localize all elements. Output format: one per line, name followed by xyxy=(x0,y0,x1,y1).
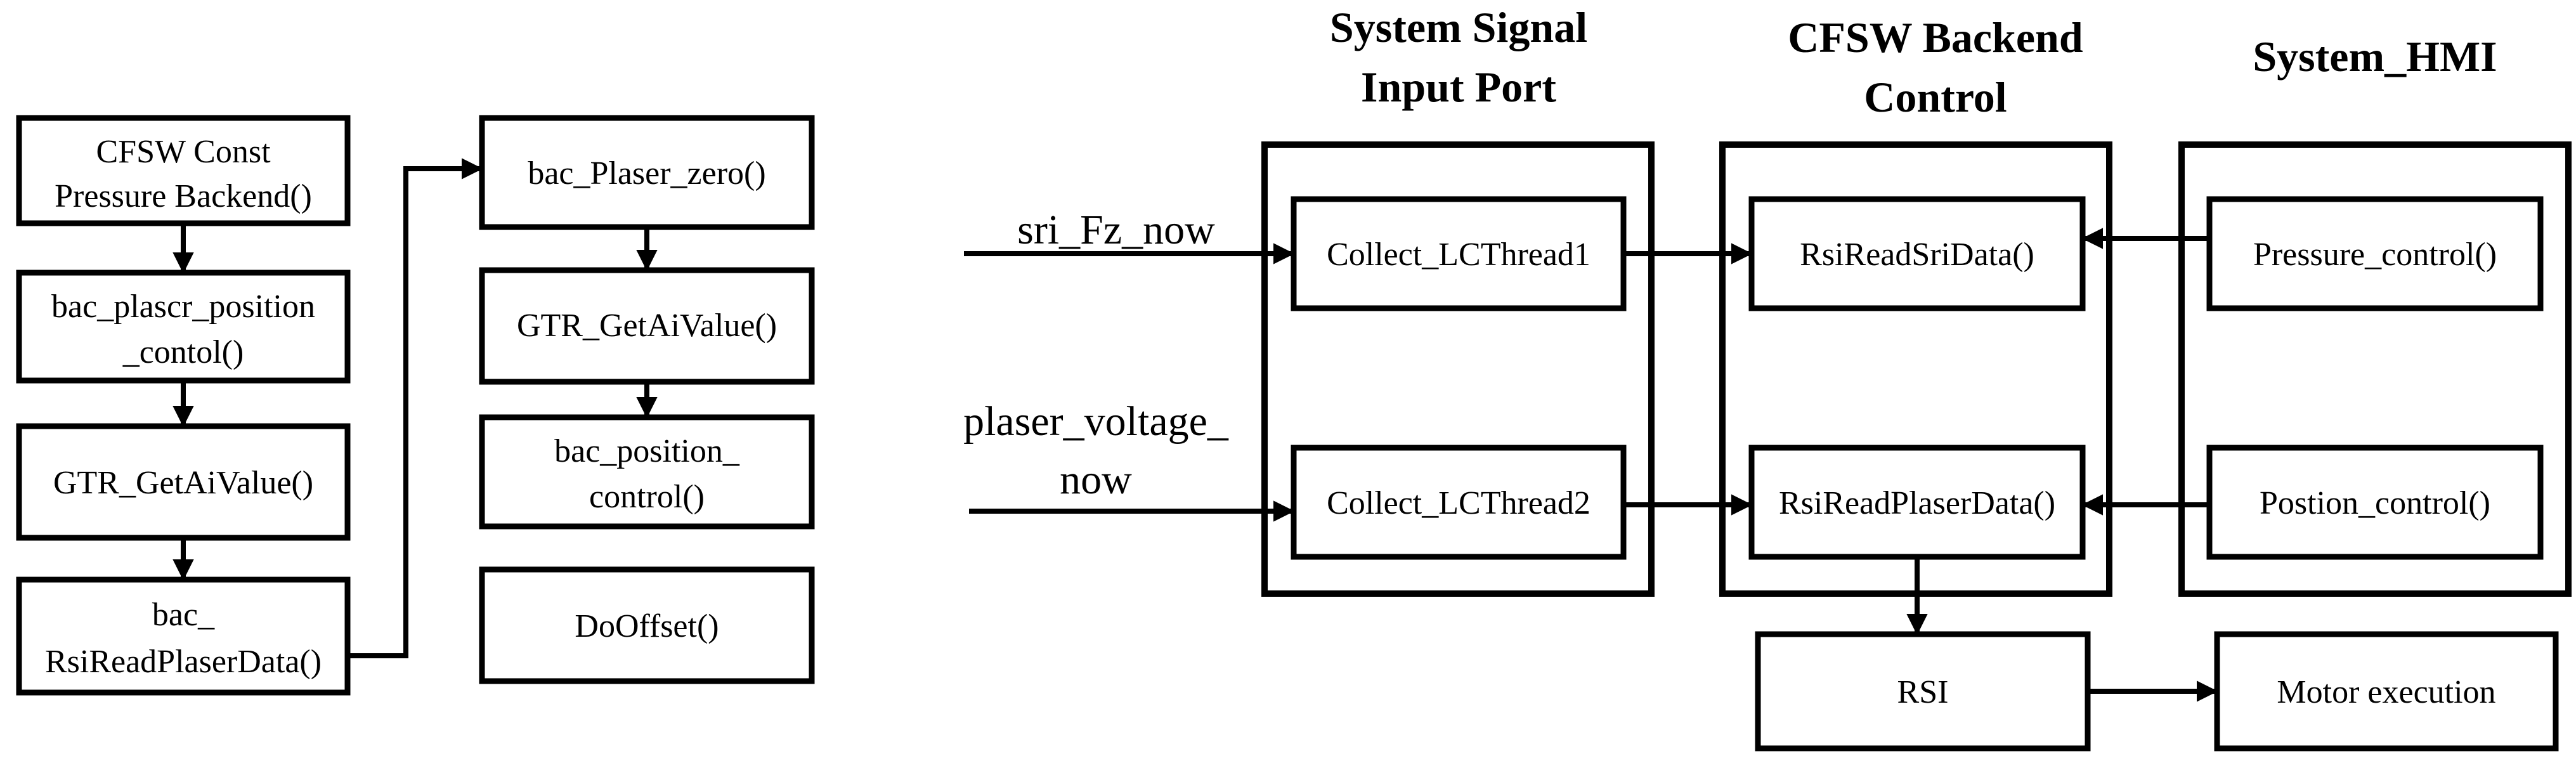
const-pressure-backend-line2: Pressure Backend() xyxy=(55,178,312,214)
motor-execution-label: Motor execution xyxy=(2277,674,2495,710)
header-hmi: System_HMI xyxy=(2253,32,2497,81)
rsi-read-plaser-data-box xyxy=(16,576,351,696)
header-backend-control-line2: Control xyxy=(1864,73,2007,121)
plascr-position-control-box xyxy=(16,270,351,384)
rsi-read-plaser-data-label-right: RsiReadPlaserData() xyxy=(1779,485,2055,521)
collect-lc-thread1-label: Collect_LCThread1 xyxy=(1327,237,1590,273)
header-signal-input-line2: Input Port xyxy=(1361,63,1556,111)
get-ai-value-2-label: GTR_GetAiValue() xyxy=(517,308,777,344)
rsi-box xyxy=(1755,631,2091,752)
left-flowchart: CFSW Const Pressure Backend() bac_plascr… xyxy=(16,115,815,696)
get-ai-value-1-box xyxy=(16,423,351,541)
architecture-diagram: System Signal Input Port CFSW Backend Co… xyxy=(963,3,2572,752)
get-ai-value-2-box xyxy=(479,267,815,385)
position-control-line2: control() xyxy=(589,479,705,515)
pressure-control-label: Pressure_control() xyxy=(2253,237,2497,273)
input-plaser-voltage-line2: now xyxy=(1060,457,1132,503)
position-control-line1: bac_position_ xyxy=(554,433,740,469)
do-offset-label: DoOffset() xyxy=(575,608,719,644)
hmi-container xyxy=(2178,141,2572,597)
postion-control-box xyxy=(2206,445,2544,560)
const-pressure-backend-box xyxy=(16,115,351,226)
rsi-label: RSI xyxy=(1897,674,1949,710)
pressure-control-box xyxy=(2206,196,2544,311)
do-offset-box xyxy=(479,566,815,684)
position-control-box xyxy=(479,414,815,530)
input-sri-fz-now-label: sri_Fz_now xyxy=(1017,207,1215,253)
plaser-zero-label: bac_Plaser_zero() xyxy=(528,155,765,192)
input-plaser-voltage-line1: plaser_voltage_ xyxy=(963,398,1229,445)
plascr-position-control-line1: bac_plascr_position xyxy=(51,289,315,325)
rsi-read-plaser-data-line2: RsiReadPlaserData() xyxy=(45,644,322,680)
rsi-read-plaser-data-line1: bac_ xyxy=(152,597,215,633)
collect-lc-thread2-label: Collect_LCThread2 xyxy=(1327,485,1590,521)
motor-execution-box xyxy=(2214,631,2559,752)
rsi-read-sri-data-label: RsiReadSriData() xyxy=(1800,237,2034,273)
arrow-rsiread-to-plaserzero xyxy=(348,158,483,658)
rsi-read-plaser-data-box-right xyxy=(1748,445,2086,560)
header-signal-input-line1: System Signal xyxy=(1330,3,1587,51)
header-backend-control-line1: CFSW Backend xyxy=(1788,13,2083,62)
postion-control-label: Postion_control() xyxy=(2260,485,2490,521)
plascr-position-control-line2: _contol() xyxy=(122,334,244,370)
get-ai-value-1-label: GTR_GetAiValue() xyxy=(53,465,313,501)
const-pressure-backend-line1: CFSW Const xyxy=(96,134,271,170)
signal-input-port-container xyxy=(1261,141,1655,597)
collect-lc-thread1-box xyxy=(1291,196,1627,311)
